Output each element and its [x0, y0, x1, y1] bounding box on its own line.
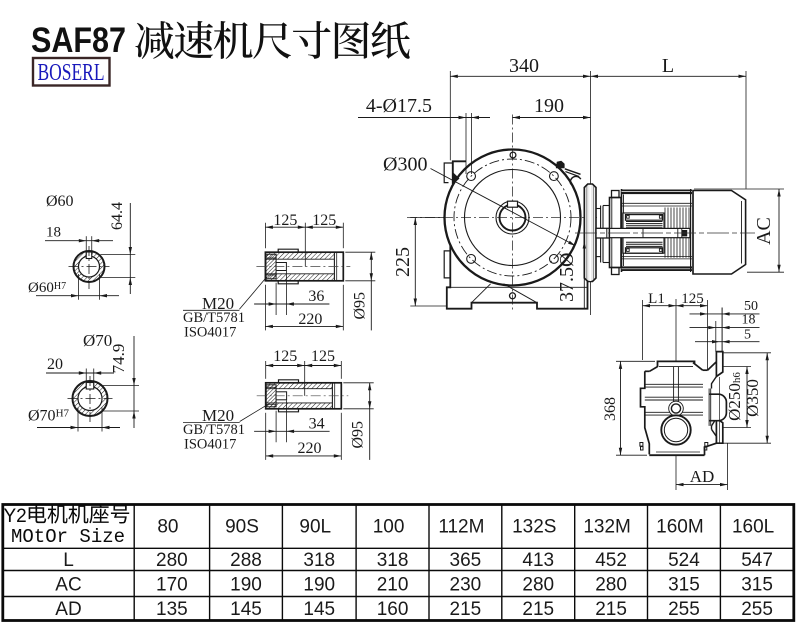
svg-text:255: 255 — [741, 599, 773, 620]
svg-text:GB/T5781: GB/T5781 — [183, 310, 245, 326]
svg-text:4-Ø17.5: 4-Ø17.5 — [366, 95, 432, 117]
svg-text:L1: L1 — [648, 291, 665, 307]
svg-text:34: 34 — [309, 416, 325, 433]
svg-text:Ø300: Ø300 — [383, 154, 427, 176]
svg-text:413: 413 — [522, 550, 554, 571]
svg-text:AD: AD — [690, 467, 715, 486]
svg-text:L: L — [63, 550, 74, 571]
svg-text:74.9: 74.9 — [109, 344, 128, 374]
svg-text:Ø70: Ø70 — [83, 331, 112, 350]
svg-text:210: 210 — [377, 574, 409, 595]
svg-text:160M: 160M — [656, 517, 704, 538]
svg-text:230: 230 — [450, 574, 482, 595]
svg-text:368: 368 — [602, 397, 619, 421]
svg-text:365: 365 — [450, 550, 482, 571]
svg-text:190: 190 — [230, 574, 262, 595]
svg-text:20: 20 — [47, 356, 63, 373]
svg-text:90S: 90S — [225, 517, 259, 538]
svg-text:190: 190 — [303, 574, 335, 595]
svg-text:315: 315 — [741, 574, 773, 595]
svg-text:125: 125 — [681, 291, 704, 307]
svg-text:Y2: Y2 — [4, 506, 27, 527]
svg-text:50: 50 — [744, 299, 758, 314]
svg-text:280: 280 — [522, 574, 554, 595]
svg-text:18: 18 — [742, 313, 756, 328]
svg-text:36: 36 — [308, 288, 324, 305]
svg-text:135: 135 — [156, 599, 188, 620]
svg-text:Ø60: Ø60 — [46, 193, 74, 210]
svg-text:125: 125 — [311, 348, 335, 365]
svg-text:215: 215 — [595, 599, 627, 620]
svg-text:Ø350: Ø350 — [743, 379, 762, 417]
svg-text:125: 125 — [312, 212, 336, 229]
svg-text:220: 220 — [298, 440, 322, 457]
svg-text:452: 452 — [595, 550, 627, 571]
svg-text:AC: AC — [753, 217, 775, 245]
svg-text:215: 215 — [522, 599, 554, 620]
svg-text:160: 160 — [377, 599, 409, 620]
svg-text:318: 318 — [303, 550, 335, 571]
svg-text:220: 220 — [298, 311, 322, 328]
svg-text:280: 280 — [595, 574, 627, 595]
svg-text:145: 145 — [303, 599, 335, 620]
svg-text:132S: 132S — [512, 517, 556, 538]
svg-text:ISO4017: ISO4017 — [184, 437, 236, 453]
svg-text:190: 190 — [534, 95, 564, 117]
svg-text:M20: M20 — [202, 406, 234, 425]
svg-text:280: 280 — [156, 550, 188, 571]
svg-text:MOtOr Size: MOtOr Size — [11, 526, 125, 548]
svg-text:160L: 160L — [732, 517, 774, 538]
svg-text:215: 215 — [450, 599, 482, 620]
svg-text:5: 5 — [744, 328, 751, 343]
svg-text:145: 145 — [230, 599, 262, 620]
svg-text:80: 80 — [157, 517, 178, 538]
svg-text:Ø95: Ø95 — [350, 421, 367, 449]
svg-text:AD: AD — [55, 599, 81, 620]
svg-text:125: 125 — [273, 212, 297, 229]
svg-text:132M: 132M — [583, 517, 631, 538]
svg-text:SAF87: SAF87 — [31, 21, 126, 60]
svg-text:255: 255 — [668, 599, 700, 620]
svg-text:288: 288 — [230, 550, 262, 571]
svg-text:37.5Ø: 37.5Ø — [556, 253, 578, 302]
svg-text:100: 100 — [373, 517, 405, 538]
svg-text:112M: 112M — [438, 517, 484, 538]
svg-text:225: 225 — [392, 247, 414, 277]
svg-text:L: L — [662, 55, 674, 77]
svg-text:M20: M20 — [202, 294, 234, 313]
svg-text:170: 170 — [156, 574, 188, 595]
svg-text:64.4: 64.4 — [109, 202, 126, 230]
svg-text:315: 315 — [668, 574, 700, 595]
svg-text:AC: AC — [55, 574, 81, 595]
svg-text:18: 18 — [46, 225, 61, 241]
svg-text:ISO4017: ISO4017 — [184, 325, 236, 341]
svg-text:BOSERL: BOSERL — [38, 60, 105, 86]
svg-text:524: 524 — [668, 550, 700, 571]
svg-text:125: 125 — [273, 348, 297, 365]
svg-text:Ø250h6: Ø250h6 — [725, 372, 744, 421]
svg-text:318: 318 — [377, 550, 409, 571]
svg-text:90L: 90L — [299, 517, 331, 538]
svg-text:340: 340 — [509, 55, 539, 77]
svg-text:547: 547 — [741, 550, 773, 571]
svg-text:Ø95: Ø95 — [351, 292, 368, 320]
svg-text:GB/T5781: GB/T5781 — [183, 422, 245, 438]
